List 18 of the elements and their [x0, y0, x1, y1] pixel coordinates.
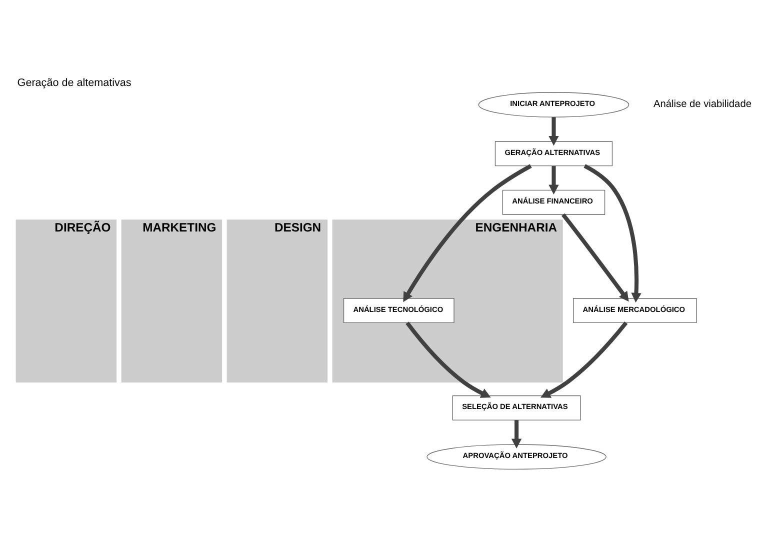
node-ellipse: INICIAR ANTEPROJETO	[478, 92, 630, 117]
diagram-title: Geração de altemativas	[17, 76, 132, 89]
node-box: MARKETING	[121, 219, 222, 382]
arrow	[548, 166, 559, 194]
node-box: DIREÇÃO	[16, 219, 117, 382]
arrow	[406, 321, 491, 398]
arrow	[548, 116, 559, 146]
node-box: DESIGN	[226, 219, 328, 382]
node-box: ANÁLISE MERCADOLÓGICO	[573, 298, 697, 323]
arrow	[403, 164, 532, 302]
node-box: GERAÇÃO ALTERNATIVAS	[494, 140, 613, 166]
arrow	[540, 320, 628, 398]
node-box: ANÁLISE FINANCEIRO	[502, 189, 606, 214]
node-box: SELEÇÃO DE ALTERNATIVAS	[452, 394, 581, 420]
node-ellipse: APROVAÇÃO ANTEPROJETO	[426, 444, 606, 470]
arrow	[511, 420, 522, 448]
label: Análise de viabilidade	[654, 98, 752, 110]
node-box: ANÁLISE TECNOLÓGICO	[343, 298, 454, 323]
